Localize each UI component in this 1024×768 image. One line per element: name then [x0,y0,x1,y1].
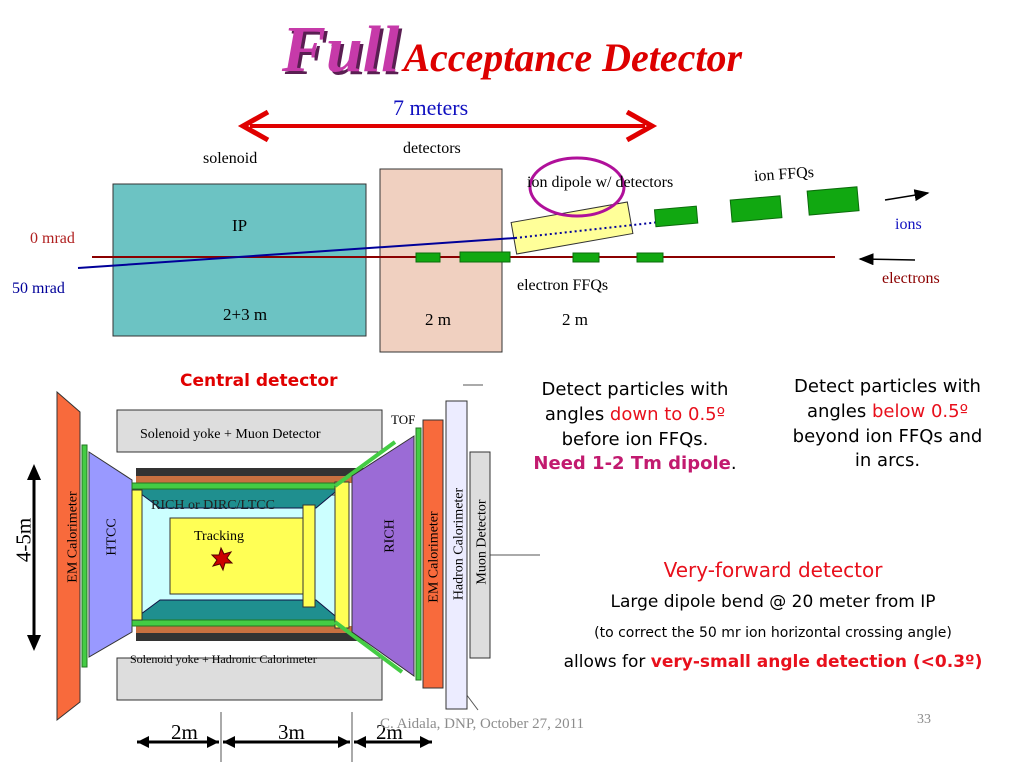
green-strip-left [81,444,88,668]
tof-bar-right [302,504,316,608]
rich-label: RICH [382,519,398,553]
dim-right-label: 2m [376,720,403,744]
tracking-volume [169,517,305,595]
solenoid-label: solenoid [203,150,258,167]
text-left-line-3: before ion FFQs. [561,428,709,450]
em-calorimeter-left-label: EM Calorimeter [65,491,81,583]
solenoid-box [112,183,367,337]
detectors-length: 2 m [425,310,451,329]
coil-bottom-brown [136,626,364,633]
ions-arrow [884,189,930,202]
electron-ffq-4 [636,252,664,263]
electrons-arrow [858,253,916,266]
endcap-left [131,489,143,621]
htcc-label: HTCC [104,518,120,556]
electrons-label: electrons [882,270,940,287]
text-beyond-ffqs: Detect particles with angles below 0.5º … [765,375,1010,474]
tracking-label: Tracking [194,529,245,544]
ion-ffq-2 [729,195,783,223]
green-diagonal-bottom [333,620,404,674]
dim-left-label: 2m [171,720,198,744]
yoke-muon-top [116,409,383,453]
hadron-calorimeter [445,400,468,710]
text-right-line-1: Detect particles with [794,376,981,397]
seven-meter-arrow [237,109,658,143]
green-diagonal-top [333,440,397,488]
ion-beam-dotted [514,221,661,239]
ip-label: IP [232,216,248,235]
interaction-point-star [210,546,234,572]
title-rest: Acceptance Detector [403,35,743,80]
seven-meters-label: 7 meters [393,95,469,120]
text-left-line-1: Detect particles with [541,379,729,400]
solenoid-length: 2+3 m [223,305,268,324]
em-calorimeter-right-label: EM Calorimeter [426,511,442,603]
rich-dirc-label: RICH or DIRC/LTCC [151,498,275,513]
text-before-ffqs: Detect particles with angles down to 0.5… [510,378,760,477]
electron-ffq-2 [459,251,511,263]
slide-title: Full Acceptance Detector [0,12,1024,88]
page-number: 33 [917,712,931,727]
very-forward-line-2: (to correct the 50 mr ion horizontal cro… [594,625,952,641]
title-emphasis: Full [281,13,400,86]
tof-strip [415,427,422,681]
very-forward-line-1: Large dipole bend @ 20 meter from IP [610,592,936,612]
hadron-calorimeter-label: Hadron Calorimeter [451,487,467,601]
dimension-arrows [137,712,432,762]
electron-ffqs-label: electron FFQs [517,277,609,294]
rich-detector [351,435,415,677]
green-bar-bottom [131,619,336,627]
text-right-line-4: in arcs. [854,450,921,472]
green-bar-top [131,482,336,490]
coil-top-dark [136,468,364,476]
zero-mrad-label: 0 mrad [30,230,75,247]
text-right-line-2: angles below 0.5º [806,400,969,422]
text-right-line-3: beyond ion FFQs and [792,425,983,447]
text-left-line-2: angles down to 0.5º [544,403,726,425]
muon-detector [469,451,491,659]
detectors-label: detectors [403,140,461,157]
ions-label: ions [895,216,922,233]
tof-label: TOF [391,412,416,427]
ion-dipole-highlight [528,156,626,218]
fifty-mrad-label: 50 mrad [12,280,65,297]
text-left-line-4: Need 1-2 Tm dipole. [533,453,737,475]
dim-mid-label: 3m [278,720,305,744]
endcap-right [334,481,350,629]
em-calorimeter-right [422,419,444,689]
height-label: 4-5m [11,517,36,563]
ion-dipole-label: ion dipole w/ detectors [527,174,674,191]
coil-top-brown [136,476,364,483]
very-forward-line-3: allows for very-small angle detection (<… [563,652,983,672]
yoke-hadronic-bottom [116,657,383,701]
coil-bottom-dark [136,633,364,641]
ion-ffq-1 [653,205,699,228]
electron-ffq-3 [572,252,600,263]
ion-beam-line [77,237,516,269]
yoke-muon-label: Solenoid yoke + Muon Detector [140,427,321,442]
muon-detector-label: Muon Detector [474,499,490,585]
very-forward-heading: Very-forward detector [663,558,883,582]
central-detector-title: Central detector [180,371,338,391]
em-calorimeter-left [56,390,81,722]
ion-ffq-3 [806,186,860,216]
yoke-hadronic-label: Solenoid yoke + Hadronic Calorimeter [130,652,317,666]
htcc-detector [88,451,133,658]
footer-credit: C. Aidala, DNP, October 27, 2011 [380,716,585,732]
electron-ffq-1 [415,252,441,263]
electron-ffqs-length: 2 m [562,310,588,329]
